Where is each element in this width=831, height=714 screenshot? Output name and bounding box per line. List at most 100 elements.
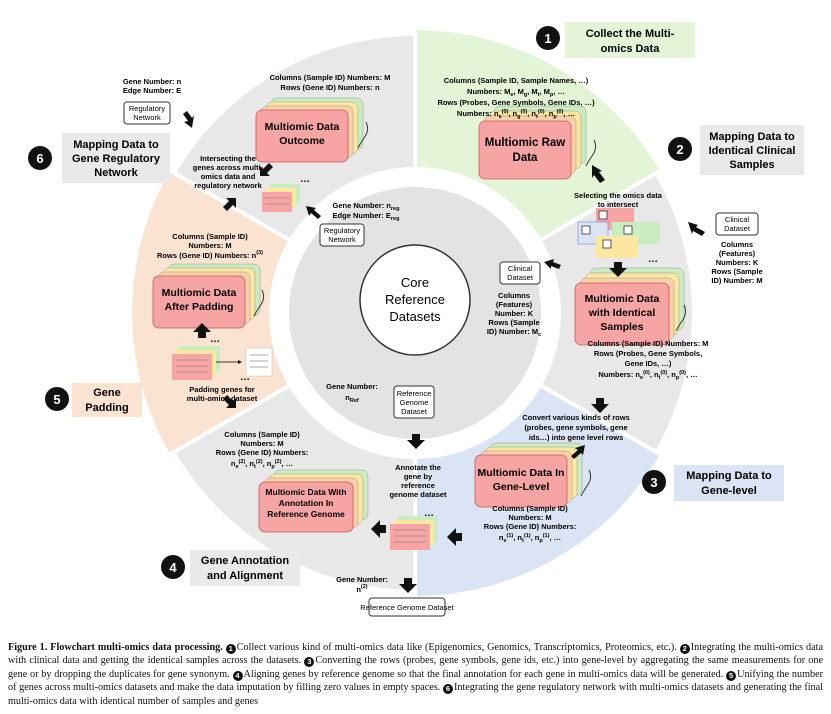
arrow-center-clinical (544, 259, 561, 269)
step5-cols: Columns (Sample ID) (172, 232, 248, 241)
reference-genome-inner: Reference Genome Dataset (393, 385, 435, 419)
card-gene-level: Multiomic Data In Gene-Level (474, 442, 592, 508)
arrow-select-down (609, 262, 627, 277)
clinical-out-l4: Rows (Sample (711, 267, 762, 276)
svg-text:Dataset: Dataset (724, 224, 751, 233)
step5-rows: Rows (Gene ID) Numbers: n(3) (157, 250, 263, 260)
clinical-out-l2: (Features) (719, 249, 756, 258)
regulatory-network-inner: Regulatory Network (319, 223, 365, 247)
svg-text:3: 3 (650, 475, 657, 490)
svg-text:with Identical: with Identical (588, 307, 656, 319)
arrow-center-regnet (306, 206, 321, 219)
step1-rownums: Numbers: ne(0), ng(0), nt(0), np(0), … (457, 109, 575, 120)
svg-text:Multiomic Data: Multiomic Data (162, 287, 237, 299)
caption-num-5: 5 (726, 670, 737, 681)
svg-text:Network: Network (133, 113, 161, 122)
step6-rows: Rows (Gene ID) Numbers: n (280, 83, 380, 92)
ref-in-l1: Gene Number: (326, 382, 378, 391)
convert-l3: ids…) into gene level rows (529, 433, 624, 442)
svg-text:Gene-level: Gene-level (701, 485, 757, 497)
arrow-5-up (193, 323, 211, 338)
svg-text:Genome: Genome (400, 398, 429, 407)
svg-text:…: … (240, 372, 250, 383)
step2-rows2: Gene IDs, …) (625, 359, 672, 368)
figure-caption: Figure 1. Flowchart multi-omics data pro… (8, 641, 823, 708)
arrow-1-to-2 (592, 165, 605, 183)
step1-cols: Columns (Sample ID, Sample Names, …) (444, 76, 589, 85)
svg-text:Clinical: Clinical (725, 215, 750, 224)
card-annotation: Multiomic Data With Annotation In Refere… (258, 469, 369, 533)
clinical-dataset-inner: Clinical Dataset (499, 261, 541, 285)
caption-text-6: Integrating the gene regulatory network … (8, 682, 823, 707)
svg-text:Collect the Multi-: Collect the Multi- (586, 28, 675, 40)
svg-text:Regulatory: Regulatory (129, 104, 166, 113)
step-5-label: 5 Gene Padding (45, 383, 142, 417)
clin-in-l4: Rows (Sample (488, 318, 539, 327)
intersect-l2: genes across multi- (193, 163, 264, 172)
svg-text:Annotation In: Annotation In (279, 498, 334, 508)
caption-num-6: 6 (442, 684, 453, 695)
svg-text:Dataset: Dataset (507, 273, 534, 282)
intersect-l3: omics data and (201, 172, 256, 181)
svg-text:Gene Regulatory: Gene Regulatory (72, 153, 161, 165)
clin-in-l5: ID) Number: Mc (487, 327, 541, 338)
step1-rows: Rows (Probes, Gene Symbols, Gene IDs, …) (437, 98, 595, 107)
annotations: Columns (Sample ID, Sample Names, …) Num… (123, 73, 763, 594)
clinical-dataset-outer: Clinical Dataset (715, 212, 759, 236)
svg-text:Dataset: Dataset (401, 407, 428, 416)
step-6-label: 6 Mapping Data to Gene Regulatory Networ… (28, 133, 170, 183)
core-title-line3: Datasets (389, 309, 441, 324)
step4-rows: Rows (Gene ID) Numbers: (216, 448, 309, 457)
svg-text:2: 2 (676, 142, 683, 157)
caption-text-5: Unifying the number of genes across mult… (8, 668, 824, 694)
svg-text:1: 1 (544, 31, 551, 46)
annotate-l3: reference (401, 481, 435, 490)
step-3-label: 3 Mapping Data to Gene-level (642, 465, 784, 501)
gene-num2-l1: Gene Number: (336, 575, 388, 584)
svg-text:Multiomic Data With: Multiomic Data With (265, 487, 346, 497)
ref-in-l2: nRef (345, 393, 359, 404)
step6-cols: Columns (Sample ID) Numbers: M (270, 73, 391, 82)
convert-l1: Convert various kinds of rows (522, 413, 630, 422)
arrow-convert-in (571, 445, 585, 459)
arrow-5-to-6 (223, 198, 236, 211)
svg-text:Mapping Data to: Mapping Data to (686, 470, 772, 482)
convert-l2: (probes, gene symbols, gene (524, 423, 627, 432)
regnet-in-l2: Edge Number: Ereg (333, 211, 400, 222)
annotate-l4: genome dataset (389, 490, 447, 499)
clin-in-l3: Number: K (495, 309, 534, 318)
svg-text:4: 4 (169, 560, 177, 575)
caption-text-4: Aligning genes by reference genome so th… (243, 668, 724, 680)
card-after-padding: Multiomic Data After Padding (152, 263, 265, 329)
svg-text:Multiomic Raw: Multiomic Raw (485, 137, 566, 149)
flowchart-diagram: Core Reference Datasets 1 Collect the Mu… (28, 22, 804, 617)
step3-nums1: Numbers: M (508, 513, 551, 522)
caption-title: Figure 1. Flowchart multi-omics data pro… (8, 642, 223, 653)
svg-text:Clinical: Clinical (508, 264, 533, 273)
reference-genome-outer: Reference Genome Dataset (360, 597, 455, 617)
step4-nums2: ne(2), nt(2), np(2), … (231, 459, 293, 470)
arrow-3-to-4 (447, 528, 462, 546)
svg-text:…: … (210, 334, 220, 345)
svg-text:Regulatory: Regulatory (324, 226, 361, 235)
step2-nums: Numbers: ne(0), nt(0), np(0), … (598, 370, 697, 381)
mini-tables-step6 (262, 184, 300, 212)
step2-rows: Rows (Probes, Gene Symbols, (594, 349, 702, 358)
svg-text:Network: Network (328, 235, 356, 244)
annotate-l2: gene by (404, 472, 433, 481)
intersect-l1: Intersecting the (200, 154, 256, 163)
step-2-label: 2 Mapping Data to Identical Clinical Sam… (668, 125, 804, 175)
svg-text:Reference Genome: Reference Genome (267, 509, 345, 519)
clinical-out-l5: ID) Number: M (711, 276, 762, 285)
svg-text:Gene: Gene (93, 387, 121, 399)
svg-text:omics Data: omics Data (601, 43, 661, 55)
step5-nums: Numbers: M (188, 241, 231, 250)
intersect-l4: regulatory network (194, 181, 262, 190)
svg-text:Reference Genome Dataset: Reference Genome Dataset (360, 603, 454, 612)
caption-num-4: 4 (232, 670, 243, 681)
svg-text:5: 5 (53, 392, 60, 407)
mini-tables-step4 (390, 516, 438, 550)
svg-text:Padding: Padding (85, 402, 128, 414)
svg-text:Reference: Reference (397, 389, 432, 398)
svg-text:Multiomic Data: Multiomic Data (265, 121, 340, 133)
